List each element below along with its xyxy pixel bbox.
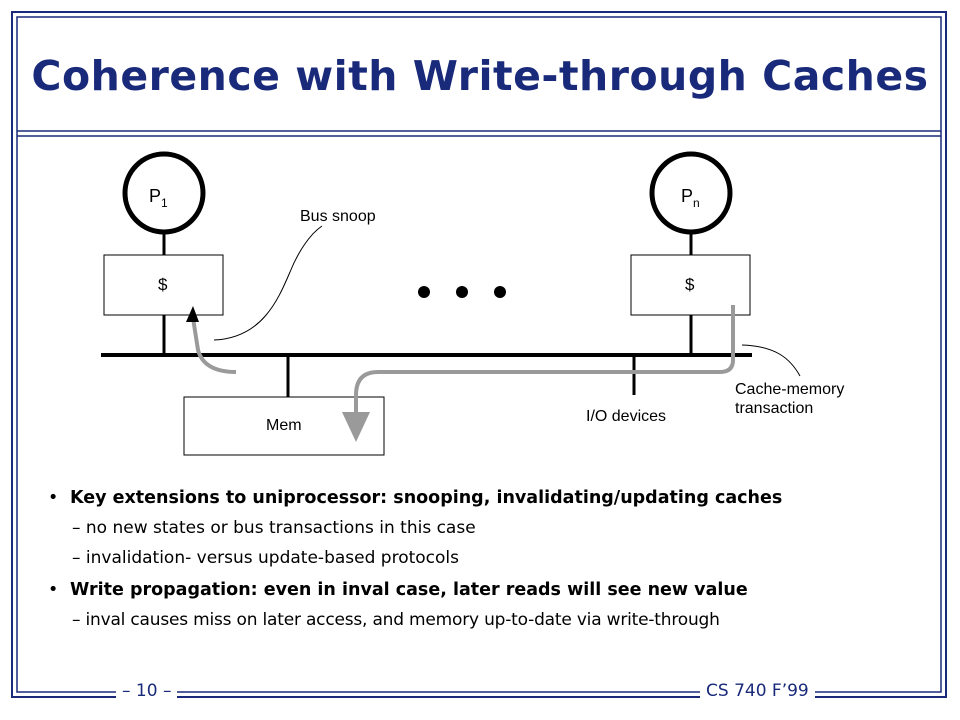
sub-bullet: – no new states or bus transactions in t… (72, 518, 476, 538)
cache-memory-leader (741, 344, 801, 377)
ellipsis-dot (418, 286, 430, 298)
bullet-text: Key extensions to uniprocessor: snooping… (70, 488, 783, 508)
processor-p1-subscript: 1 (161, 196, 168, 210)
ellipsis-dot (494, 286, 506, 298)
snoop-arrowhead (186, 306, 199, 322)
processor-pn-subscript: n (693, 196, 700, 210)
sub-bullet: – invalidation- versus update-based prot… (72, 548, 459, 568)
bus-snoop-label: Bus snoop (300, 208, 376, 225)
cache-memory-label-line2: transaction (735, 400, 813, 417)
io-devices-label: I/O devices (586, 408, 666, 425)
bullet-marker: • (48, 488, 59, 508)
bullet-item: • Write propagation: even in inval case,… (48, 575, 948, 605)
sub-bullet: – inval causes miss on later access, and… (72, 610, 720, 630)
inner-border (16, 16, 942, 693)
slide-title: Coherence with Write-through Caches (31, 52, 929, 100)
processor-pn: P n (649, 151, 733, 235)
footer-page-number: – 10 – (116, 680, 178, 702)
outer-border (11, 11, 947, 698)
cache-left (103, 254, 224, 316)
footer-course: CS 740 F’99 (700, 680, 815, 702)
memory-label: Mem (266, 417, 302, 434)
processor-p1-label: P (149, 186, 161, 206)
cache-right-label: $ (685, 275, 695, 294)
bullet-marker: • (48, 580, 59, 600)
bus-snoop-leader (213, 225, 323, 341)
cache-memory-label-line1: Cache-memory (735, 381, 844, 398)
snoop-return-path (191, 317, 237, 374)
cache-memory-transaction-path (342, 305, 735, 442)
bullet-text: Write propagation: even in inval case, l… (70, 580, 748, 600)
processor-p1: P 1 (122, 151, 206, 235)
processor-pn-label: P (681, 186, 693, 206)
cache-left-label: $ (158, 275, 168, 294)
ellipsis-dot (456, 286, 468, 298)
cache-right (630, 254, 751, 316)
bullet-list: • Key extensions to uniprocessor: snoopi… (48, 483, 948, 635)
bullet-item: • Key extensions to uniprocessor: snoopi… (48, 483, 948, 513)
